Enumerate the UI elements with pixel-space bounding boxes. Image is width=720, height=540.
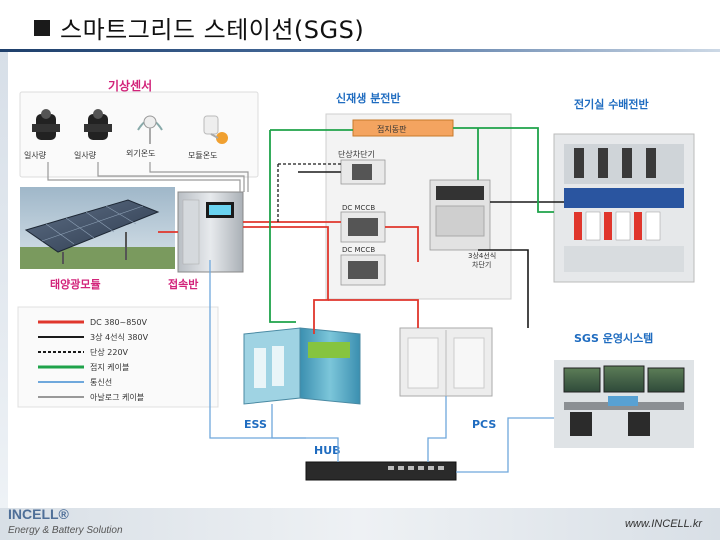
renewable-panel-title: 신재생 분전반 bbox=[336, 91, 401, 105]
switchgear-title: 전기실 수배전반 bbox=[574, 97, 649, 111]
bullet-square-icon bbox=[34, 20, 50, 36]
sensor-label: 외기온도 bbox=[126, 148, 155, 158]
legend-label: 통신선 bbox=[90, 378, 112, 387]
pyranometer-icon bbox=[32, 109, 60, 140]
cable-legend: DC 380~850V 3상 4선식 380V 단상 220V 접지 케이블 통… bbox=[17, 306, 219, 408]
solar-module-photo bbox=[20, 187, 175, 269]
brand-tagline: Energy & Battery Solution bbox=[8, 525, 123, 536]
dc-mccb-label-1: DC MCCB bbox=[342, 204, 375, 212]
sensor-label: 일사량 bbox=[24, 150, 47, 160]
dc-mccb-label-2: DC MCCB bbox=[342, 246, 375, 254]
slide-title: 스마트그리드 스테이션(SGS) bbox=[60, 16, 365, 44]
sensor-label: 일사량 bbox=[74, 150, 97, 160]
solar-module-label: 태양광모듈 bbox=[50, 277, 101, 291]
sensor-group-title: 기상센서 bbox=[108, 78, 152, 93]
footer-url[interactable]: www.INCELL.kr bbox=[624, 518, 702, 530]
legend-label: 단상 220V bbox=[90, 347, 129, 357]
legend-label: 접지 케이블 bbox=[90, 362, 129, 372]
brand-logo: INCELL® bbox=[8, 506, 69, 522]
title-underline bbox=[0, 49, 720, 52]
sgs-system-title: SGS 운영시스템 bbox=[574, 331, 653, 345]
switchgear-panel: 전기실 수배전반 bbox=[553, 97, 695, 283]
network-hub bbox=[305, 461, 457, 481]
pcs-cabinet bbox=[399, 327, 493, 397]
system-diagram: 기상센서 일사량 일사량 bbox=[8, 52, 710, 510]
hub-label: HUB bbox=[314, 444, 341, 457]
ess-container bbox=[243, 327, 361, 405]
single-phase-breaker-label: 단상차단기 bbox=[338, 149, 375, 159]
grounding-plate-label: 접지동판 bbox=[377, 124, 407, 134]
legend-label: 아날로그 케이블 bbox=[90, 392, 144, 402]
left-accent-band bbox=[0, 52, 8, 510]
three-phase-breaker-label-2: 차단기 bbox=[472, 260, 491, 269]
module-temp-sensor-icon bbox=[203, 115, 228, 144]
title-bar: 스마트그리드 스테이션(SGS) bbox=[0, 0, 720, 48]
footer-bar bbox=[0, 508, 720, 540]
legend-label: DC 380~850V bbox=[90, 318, 148, 327]
junction-box bbox=[177, 191, 244, 273]
legend-label: 3상 4선식 380V bbox=[90, 332, 149, 342]
pyranometer-icon bbox=[84, 109, 112, 140]
ess-label: ESS bbox=[244, 418, 267, 431]
weather-sensor-group: 기상센서 일사량 일사량 bbox=[19, 78, 259, 178]
air-temp-sensor-icon bbox=[137, 115, 163, 144]
sensor-label: 모듈온도 bbox=[188, 151, 217, 160]
sgs-operation-system: SGS 운영시스템 bbox=[554, 331, 694, 448]
renewable-distribution-panel: 신재생 분전반 접지동판 단상차단기 DC MCCB DC MCCB 3상4선식… bbox=[325, 91, 512, 300]
junction-box-label: 접속반 bbox=[168, 277, 198, 291]
three-phase-breaker-label: 3상4선식 bbox=[468, 251, 496, 260]
pcs-label: PCS bbox=[472, 418, 496, 431]
